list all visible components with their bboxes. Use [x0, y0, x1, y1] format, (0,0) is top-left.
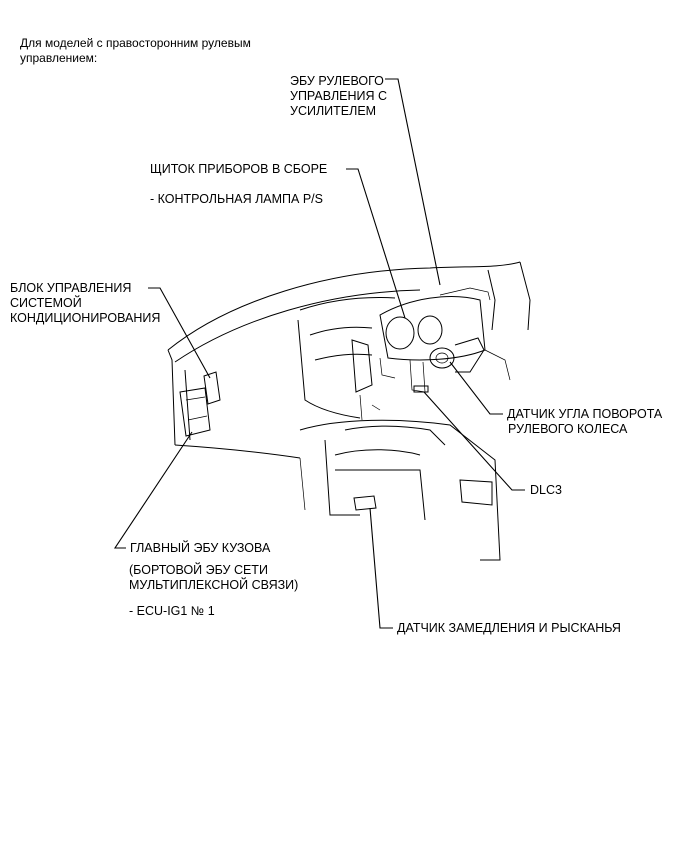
small-parts-drawing	[353, 385, 429, 511]
leader-combination-meter	[346, 168, 406, 319]
dashboard-outline	[167, 261, 531, 459]
heading-line-2: управлением:	[20, 51, 98, 65]
label-steering-angle-line-1: ДАТЧИК УГЛА ПОВОРОТА	[507, 407, 663, 421]
leader-eps-ecu	[385, 78, 441, 286]
label-main-body-ecu-title: ГЛАВНЫЙ ЭБУ КУЗОВА	[130, 541, 271, 555]
label-main-body-ecu-item: - ECU-IG1 № 1	[129, 604, 215, 618]
label-dlc3: DLC3	[530, 483, 562, 497]
label-ac-control-line-1: БЛОК УПРАВЛЕНИЯ	[10, 281, 132, 295]
label-ac-control-line-3: КОНДИЦИОНИРОВАНИЯ	[10, 311, 161, 325]
label-ac-control: БЛОК УПРАВЛЕНИЯ СИСТЕМОЙ КОНДИЦИОНИРОВАН…	[10, 281, 160, 326]
leader-main-body-ecu	[113, 431, 193, 549]
label-ac-control-line-2: СИСТЕМОЙ	[10, 296, 82, 310]
label-steering-angle-line-2: РУЛЕВОГО КОЛЕСА	[508, 422, 628, 436]
label-eps-ecu-line-2: УПРАВЛЕНИЯ С	[290, 89, 388, 103]
center-console-drawing	[299, 419, 501, 561]
leader-yaw-sensor	[369, 507, 393, 629]
label-eps-ecu-line-1: ЭБУ РУЛЕВОГО	[290, 74, 384, 88]
leader-ac-control	[148, 287, 211, 379]
label-main-body-ecu-sub: (БОРТОВОЙ ЭБУ СЕТИ МУЛЬТИПЛЕКСНОЙ СВЯЗИ)	[129, 563, 298, 593]
label-main-body-ecu-sub-1: (БОРТОВОЙ ЭБУ СЕТИ	[129, 563, 268, 577]
instrument-cluster-drawing	[379, 287, 491, 393]
label-combination-meter-title: ЩИТОК ПРИБОРОВ В СБОРЕ	[150, 162, 328, 176]
label-combination-meter-item: - КОНТРОЛЬНАЯ ЛАМПА P/S	[150, 192, 323, 206]
label-steering-angle-sensor: ДАТЧИК УГЛА ПОВОРОТА РУЛЕВОГО КОЛЕСА	[507, 407, 662, 437]
glovebox-units-drawing	[179, 371, 221, 437]
diagram-heading: Для моделей с правосторонним рулевым упр…	[20, 36, 251, 66]
label-eps-ecu-line-3: УСИЛИТЕЛЕМ	[290, 104, 377, 118]
label-yaw-rate-sensor: ДАТЧИК ЗАМЕДЛЕНИЯ И РЫСКАНЬЯ	[397, 621, 621, 635]
label-combination-meter: ЩИТОК ПРИБОРОВ В СБОРЕ	[150, 162, 327, 177]
label-eps-ecu: ЭБУ РУЛЕВОГО УПРАВЛЕНИЯ С УСИЛИТЕЛЕМ	[290, 74, 387, 119]
label-main-body-ecu-sub-2: МУЛЬТИПЛЕКСНОЙ СВЯЗИ)	[129, 578, 299, 592]
leader-dlc3	[423, 391, 525, 491]
leader-steering-angle	[449, 361, 503, 415]
steering-column-drawing	[429, 337, 511, 381]
heading-line-1: Для моделей с правосторонним рулевым	[20, 36, 251, 50]
leader-lines	[113, 78, 525, 629]
